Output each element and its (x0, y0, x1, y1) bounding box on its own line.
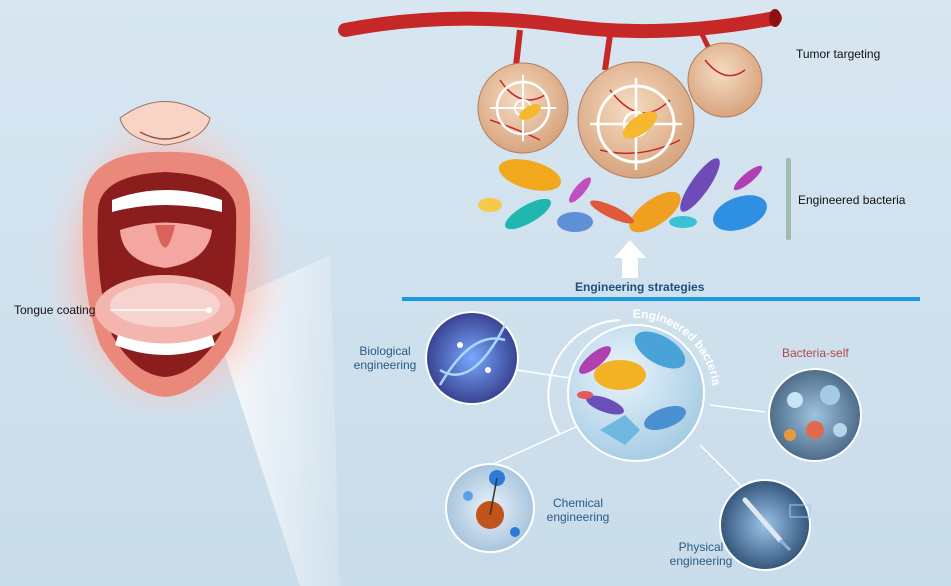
biological-label-line2: engineering (353, 358, 417, 372)
tumor-targeting-label: Tumor targeting (796, 47, 881, 61)
tongue-coating-label: Tongue coating (14, 303, 96, 317)
bacteria-self-label: Bacteria-self (782, 346, 849, 360)
physical-engineering-label: Physical engineering (668, 540, 734, 568)
bacteria-bracket (786, 158, 791, 240)
chemical-engineering-label: Chemical engineering (540, 496, 616, 524)
physical-label-line1: Physical (678, 540, 724, 554)
tumor-cluster (477, 42, 763, 179)
chemical-label-line2: engineering (546, 510, 610, 524)
up-arrow (614, 240, 646, 278)
chemical-label-line1: Chemical (552, 496, 603, 510)
physical-engineering-circle (719, 479, 811, 571)
biological-engineering-circle (425, 311, 519, 405)
engineering-strategies-label: Engineering strategies (575, 280, 705, 294)
bacteria-self-circle (768, 368, 862, 462)
mouth-illustration (43, 101, 293, 425)
bacteria-cluster (478, 158, 767, 233)
divider-line (402, 297, 920, 301)
biological-label-line1: Biological (359, 344, 411, 358)
physical-label-line2: engineering (669, 554, 733, 568)
chemical-engineering-circle (445, 463, 535, 553)
connector-lines (479, 369, 766, 491)
biological-engineering-label: Biological engineering (350, 344, 420, 372)
center-bacteria-circle (547, 319, 705, 462)
engineered-bacteria-label: Engineered bacteria (798, 193, 906, 207)
